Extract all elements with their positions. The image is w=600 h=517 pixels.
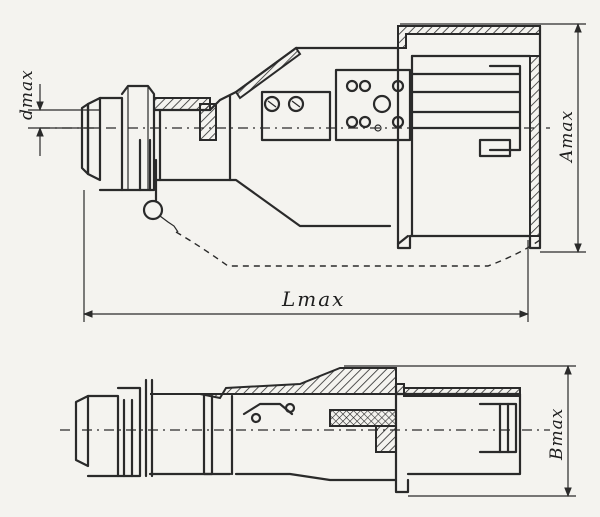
top-rear-housing (396, 24, 542, 250)
top-body-shell (152, 46, 400, 228)
amax-label: Amax (557, 110, 577, 164)
top-coupling-nut (80, 84, 156, 192)
bottom-body-shell (148, 367, 522, 494)
bmax-label: Bmax (547, 408, 567, 461)
top-insert (260, 68, 412, 142)
bottom-view: Bmax (60, 365, 576, 497)
dim-lmax: Lmax (83, 190, 529, 322)
dim-bmax: Bmax (344, 365, 576, 497)
bottom-coupling-nut (74, 378, 154, 478)
top-view: dmax Amax Lmax (17, 23, 586, 322)
top-swing-path (175, 231, 541, 267)
dim-dmax: dmax (17, 69, 100, 156)
lmax-label: Lmax (281, 287, 345, 311)
dim-amax: Amax (400, 23, 586, 253)
dmax-label: dmax (17, 69, 37, 120)
